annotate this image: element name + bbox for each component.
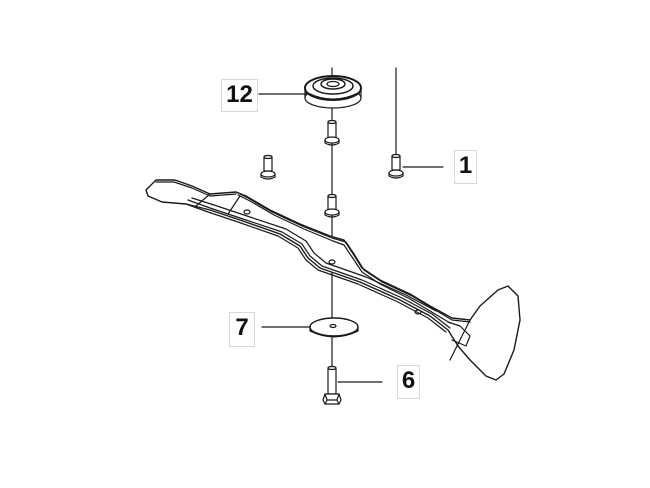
bolt-part-6: [322, 365, 342, 405]
blade-adapter-hub: [304, 75, 362, 109]
hub-screw-lower: [324, 193, 340, 218]
callout-7: 7: [229, 312, 255, 347]
callout-12: 12: [221, 79, 258, 112]
screw-left: [260, 154, 276, 180]
screw-part-1: [388, 153, 404, 179]
hub-screw-upper: [324, 119, 340, 146]
callout-6: 6: [397, 365, 420, 399]
mower-blade: [145, 179, 521, 381]
washer-part-7: [309, 317, 359, 338]
callout-1: 1: [454, 150, 477, 184]
